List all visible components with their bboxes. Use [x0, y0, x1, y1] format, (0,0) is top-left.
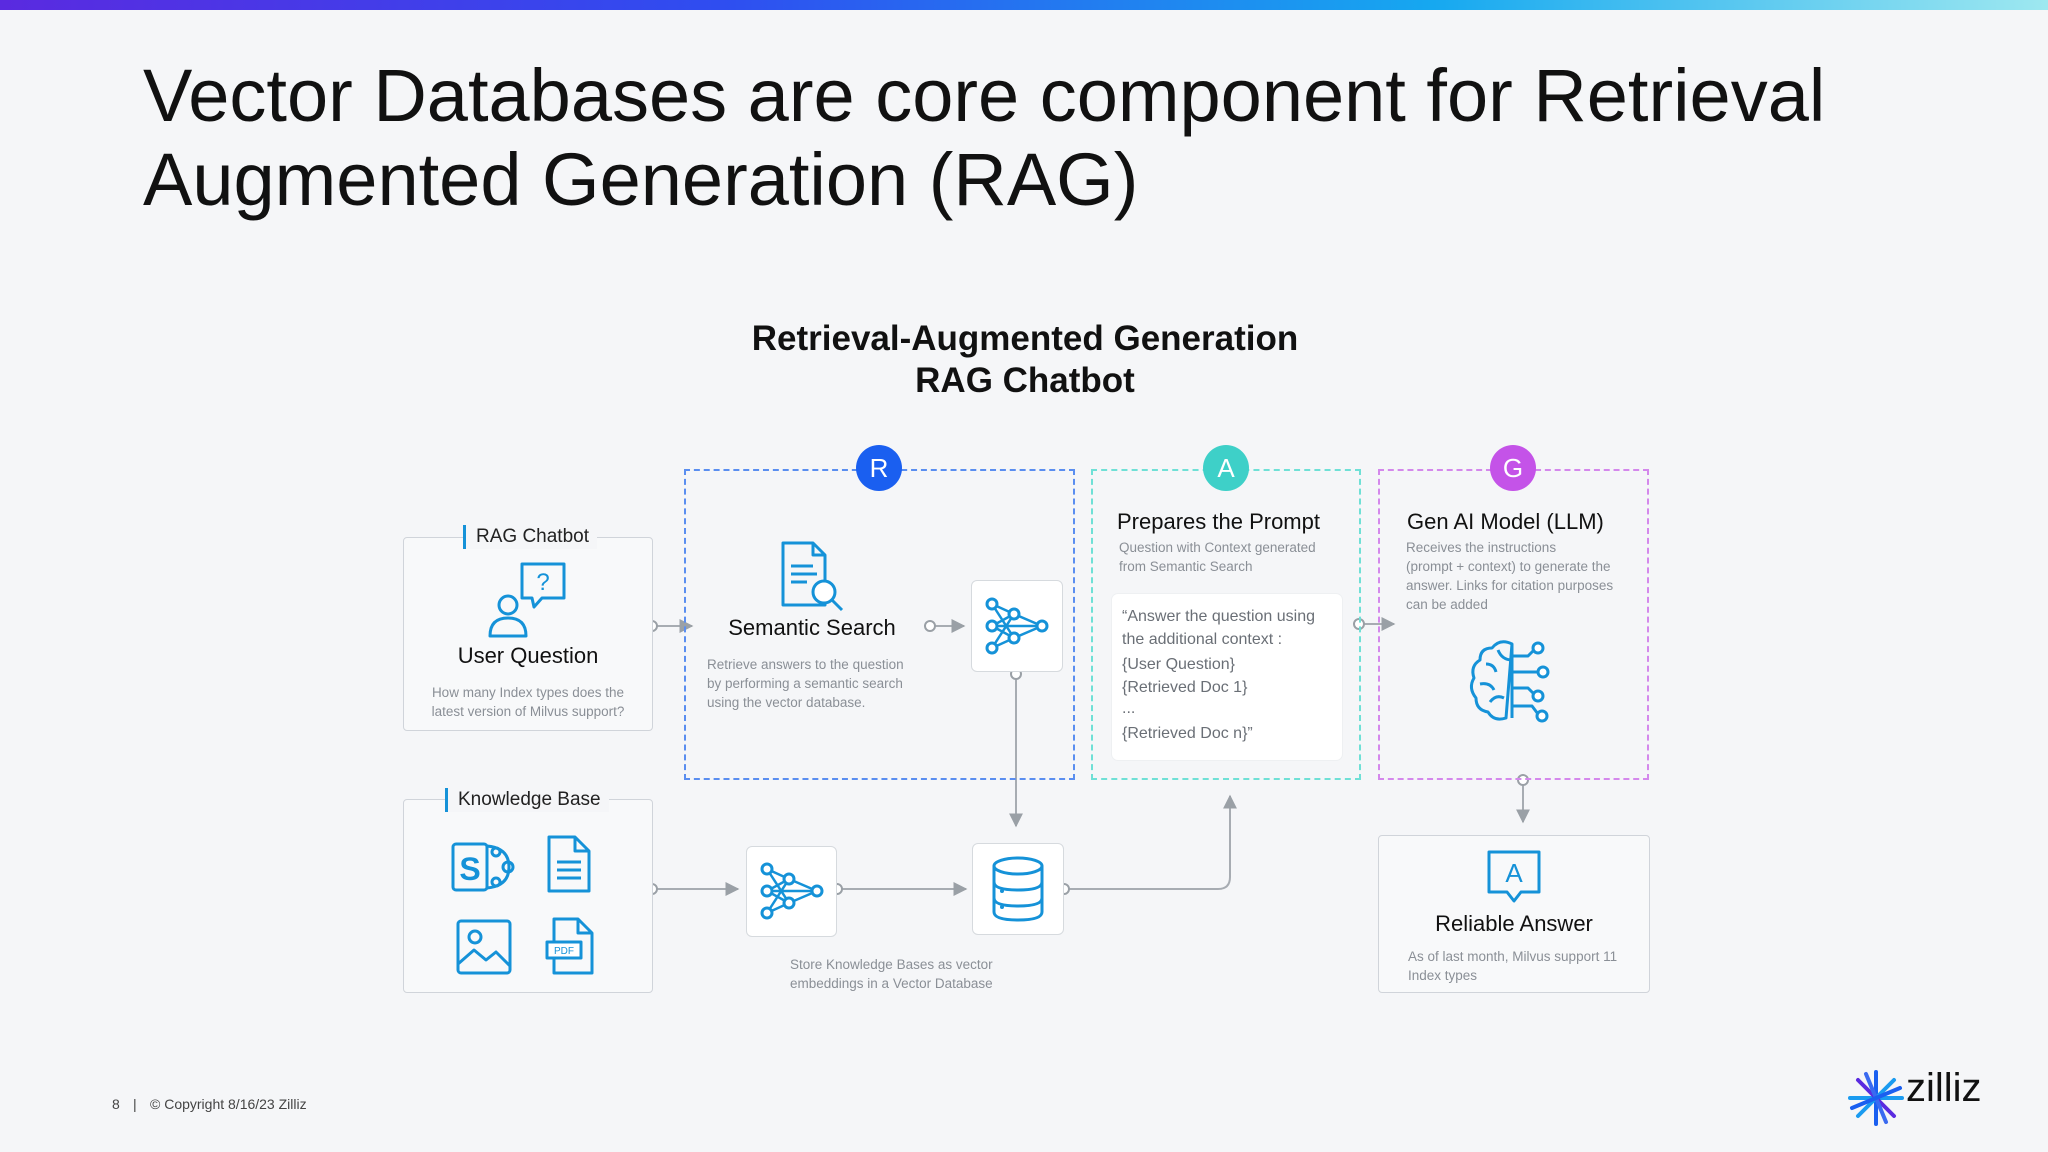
image-icon — [456, 919, 512, 975]
reliable-answer-desc-line2: Index types — [1408, 968, 1478, 983]
prepares-prompt-desc: Question with Context generated from Sem… — [1119, 538, 1349, 576]
reliable-answer-desc: As of last month, Milvus support 11 Inde… — [1408, 947, 1648, 985]
semantic-search-desc: Retrieve answers to the question by perf… — [707, 655, 937, 712]
prompt-line-1: “Answer the question using — [1122, 608, 1315, 625]
zilliz-logo-text: zilliz — [1906, 1066, 1982, 1110]
diagram-title-line1: Retrieval-Augmented Generation — [751, 319, 1299, 358]
augment-badge: A — [1203, 445, 1249, 491]
diagram-title-line2: RAG Chatbot — [915, 361, 1135, 400]
svg-text:S: S — [459, 851, 480, 887]
semantic-search-heading: Semantic Search — [728, 615, 896, 640]
brain-circuit-icon — [1469, 640, 1550, 723]
reliable-answer-desc-line1: As of last month, Milvus support 11 — [1408, 949, 1618, 964]
vector-db-desc-line1: Store Knowledge Bases as vector — [790, 957, 993, 972]
svg-text:?: ? — [536, 569, 549, 596]
user-question-heading: User Question — [457, 643, 599, 668]
neural-network-icon — [760, 862, 824, 920]
zilliz-logo-icon — [1848, 1070, 1904, 1126]
answer-icon-letter: A — [1505, 858, 1523, 888]
document-icon — [547, 835, 591, 893]
footer-separator: | — [133, 1096, 137, 1112]
prepares-prompt-desc-line1: Question with Context generated — [1119, 540, 1316, 555]
knowledge-base-panel — [403, 799, 653, 993]
pdf-icon: PDF — [545, 917, 594, 975]
reliable-answer-heading: Reliable Answer — [1435, 911, 1593, 936]
semantic-search-desc-line2: by performing a semantic search — [707, 676, 903, 691]
footer-copyright: © Copyright 8/16/23 Zilliz — [150, 1096, 307, 1112]
database-icon — [992, 856, 1044, 922]
neural-network-icon — [985, 597, 1049, 655]
prompt-template-card: “Answer the question using the additiona… — [1112, 594, 1342, 760]
diagram-title: Retrieval-Augmented Generation RAG Chatb… — [700, 318, 1350, 402]
page-number: 8 — [112, 1096, 120, 1112]
answer-chat-icon: A — [1487, 850, 1541, 903]
knowledge-base-label: Knowledge Base — [445, 788, 609, 812]
vector-db-desc: Store Knowledge Bases as vector embeddin… — [790, 955, 1050, 993]
gen-ai-desc-line3: answer. Links for citation purposes — [1406, 578, 1614, 593]
user-question-icon: ? — [488, 562, 566, 638]
rag-chatbot-panel — [403, 537, 653, 731]
svg-text:PDF: PDF — [554, 946, 574, 957]
rag-chatbot-label: RAG Chatbot — [463, 525, 597, 549]
gen-ai-heading: Gen AI Model (LLM) — [1407, 509, 1604, 534]
prompt-line-5: ... — [1122, 700, 1136, 717]
user-question-desc-line2: latest version of Milvus support? — [431, 704, 625, 719]
sharepoint-icon: S — [451, 842, 515, 892]
top-gradient-bar — [0, 0, 2048, 10]
gen-ai-desc-line4: can be added — [1406, 597, 1488, 612]
vector-db-desc-line2: embeddings in a Vector Database — [790, 976, 993, 991]
semantic-search-desc-line3: using the vector database. — [707, 695, 866, 710]
gen-ai-desc: Receives the instructions (prompt + cont… — [1406, 538, 1646, 614]
semantic-search-icon — [781, 541, 844, 612]
user-question-desc-line1: How many Index types does the — [431, 685, 625, 700]
prompt-line-6: {Retrieved Doc n}” — [1122, 725, 1253, 742]
prepares-prompt-heading: Prepares the Prompt — [1117, 509, 1320, 534]
reliable-answer-panel — [1378, 835, 1650, 993]
prepares-prompt-desc-line2: from Semantic Search — [1119, 559, 1253, 574]
prompt-line-4: {Retrieved Doc 1} — [1122, 679, 1248, 696]
gen-ai-desc-line2: (prompt + context) to generate the — [1406, 559, 1611, 574]
user-question-desc: How many Index types does the latest ver… — [403, 683, 653, 721]
gen-ai-desc-line1: Receives the instructions — [1406, 540, 1557, 555]
retrieve-badge: R — [856, 445, 902, 491]
semantic-search-desc-line1: Retrieve answers to the question — [707, 657, 904, 672]
slide-title: Vector Databases are core component for … — [143, 54, 1826, 221]
prompt-line-2: the additional context : — [1122, 631, 1283, 648]
prompt-line-3: {User Question} — [1122, 656, 1235, 673]
generate-badge: G — [1490, 445, 1536, 491]
